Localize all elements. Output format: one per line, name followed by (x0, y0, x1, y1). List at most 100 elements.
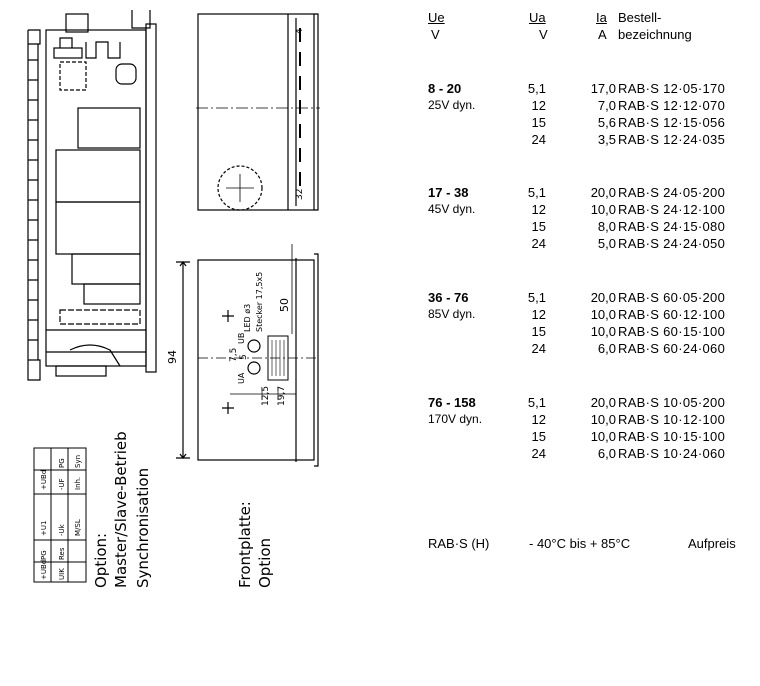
option-master-slave: Master/Slave-Betrieb (112, 431, 130, 588)
tbl-r2c3: -Uk (58, 523, 66, 536)
ia-value: 17,0 (590, 81, 616, 96)
type-code: RAB·S 60·15·100 (618, 324, 726, 339)
ua-value: 12 (531, 412, 546, 427)
ua-value: 15 (531, 219, 546, 234)
dim-7-5: 7,5 (229, 348, 239, 362)
header-type2: bezeichnung (618, 27, 692, 42)
ua-value: 24 (531, 236, 546, 251)
table-row: 17 - 38 5,1 20,0 RAB·S 24·05·200 (428, 184, 758, 201)
header-ia: Ia (596, 10, 607, 25)
ua-value: 12 (531, 202, 546, 217)
ue-range: 76 - 158 (428, 395, 476, 410)
type-code: RAB·S 10·24·060 (618, 446, 726, 461)
ia-value: 10,0 (590, 202, 616, 217)
tbl-r3c1: +UBd (40, 470, 48, 490)
type-code: RAB·S 24·15·080 (618, 219, 726, 234)
tbl-r4c2: PG (58, 458, 66, 468)
header-ue: Ue (428, 10, 445, 25)
option-sync: Synchronisation (134, 467, 152, 588)
type-code: RAB·S 60·12·100 (618, 307, 726, 322)
label-ua: UA (237, 372, 246, 384)
ia-value: 10,0 (590, 324, 616, 339)
dim-19-7: 19,7 (277, 386, 287, 406)
frontplatte-title: Frontplatte: (236, 501, 254, 588)
technical-drawing: 94 50 19,7 12,5 7,5 5 LED ø3 Stecker 17,… (27, 10, 320, 583)
ua-value: 5,1 (527, 395, 546, 410)
ia-value: 7,0 (597, 98, 616, 113)
front-view (176, 244, 319, 467)
ia-value: 20,0 (590, 395, 616, 410)
header-ia-unit: A (598, 27, 607, 42)
type-code: RAB·S 12·24·035 (618, 132, 726, 147)
header-type: Bestell- (618, 10, 662, 25)
table-row: 15 10,0 RAB·S 60·15·100 (428, 323, 758, 340)
ua-value: 15 (531, 429, 546, 444)
table-row: 170V dyn. 12 10,0 RAB·S 10·12·100 (428, 411, 758, 428)
option-title: Option: (92, 532, 110, 588)
table-row: 15 5,6 RAB·S 12·15·056 (428, 114, 758, 131)
table-row: 45V dyn. 12 10,0 RAB·S 24·12·100 (428, 201, 758, 218)
type-code: RAB·S 60·05·200 (618, 290, 726, 305)
table-row: 76 - 158 5,1 20,0 RAB·S 10·05·200 (428, 394, 758, 411)
ia-value: 20,0 (590, 185, 616, 200)
top-view (196, 13, 320, 211)
heatsink-side-view (27, 10, 157, 381)
ia-value: 8,0 (597, 219, 616, 234)
group-8-20: 8 - 20 5,1 17,0 RAB·S 12·05·170 25V dyn.… (428, 80, 758, 148)
ue-range: 17 - 38 (428, 185, 469, 200)
ue-range: 8 - 20 (428, 81, 462, 96)
ia-value: 6,0 (597, 341, 616, 356)
ua-value: 24 (531, 341, 546, 356)
dyn-voltage: 25V dyn. (428, 98, 476, 112)
table-row: 24 6,0 RAB·S 60·24·060 (428, 340, 758, 357)
label-ub: UB (237, 333, 246, 344)
header-ua: Ua (529, 10, 546, 25)
type-code: RAB·S 10·12·100 (618, 412, 726, 427)
type-code: RAB·S 10·05·200 (618, 395, 726, 410)
tbl-r4c3: Inh. (74, 477, 82, 490)
dim-94: 94 (166, 350, 179, 364)
ia-value: 10,0 (590, 429, 616, 444)
ia-value: 10,0 (590, 307, 616, 322)
table-row: 15 8,0 RAB·S 24·15·080 (428, 218, 758, 235)
group-76-158: 76 - 158 5,1 20,0 RAB·S 10·05·200 170V d… (428, 394, 758, 462)
dyn-voltage: 170V dyn. (428, 412, 483, 426)
footer-model: RAB·S (H) (428, 536, 490, 551)
ia-value: 20,0 (590, 290, 616, 305)
pin-32: 32 (295, 189, 305, 200)
ua-value: 12 (531, 307, 546, 322)
option-pin-table (33, 447, 87, 583)
table-row: 24 5,0 RAB·S 24·24·050 (428, 235, 758, 252)
tbl-r1c1: +UBd (40, 560, 48, 580)
ia-value: 5,6 (597, 115, 616, 130)
ua-value: 24 (531, 446, 546, 461)
header-ue-unit: V (431, 27, 440, 42)
ia-value: 5,0 (597, 236, 616, 251)
table-row: 24 6,0 RAB·S 10·24·060 (428, 445, 758, 462)
ue-range: 36 - 76 (428, 290, 469, 305)
type-code: RAB·S 60·24·060 (618, 341, 726, 356)
type-code: RAB·S 12·05·170 (618, 81, 726, 96)
ua-value: 24 (531, 132, 546, 147)
type-code: RAB·S 24·12·100 (618, 202, 726, 217)
dyn-voltage: 45V dyn. (428, 202, 476, 216)
stecker-label: Stecker 17,5x5 (255, 272, 264, 332)
group-17-38: 17 - 38 5,1 20,0 RAB·S 24·05·200 45V dyn… (428, 184, 758, 252)
ua-value: 15 (531, 324, 546, 339)
type-code: RAB·S 12·15·056 (618, 115, 726, 130)
dim-5: 5 (239, 354, 249, 360)
pin-4: 4 (295, 28, 305, 34)
type-code: RAB·S 12·12·070 (618, 98, 726, 113)
dim-50: 50 (278, 298, 291, 312)
ia-value: 3,5 (597, 132, 616, 147)
tbl-r2c1: UIK (58, 568, 66, 580)
table-row: 24 3,5 RAB·S 12·24·035 (428, 131, 758, 148)
ua-value: 5,1 (527, 185, 546, 200)
table-row: 85V dyn. 12 10,0 RAB·S 60·12·100 (428, 306, 758, 323)
type-code: RAB·S 10·15·100 (618, 429, 726, 444)
table-row: 36 - 76 5,1 20,0 RAB·S 60·05·200 (428, 289, 758, 306)
tbl-r1c3: +U1 (40, 521, 48, 536)
tbl-r1c2: PG (40, 550, 48, 560)
type-code: RAB·S 24·05·200 (618, 185, 726, 200)
dim-12-5: 12,5 (261, 386, 271, 406)
